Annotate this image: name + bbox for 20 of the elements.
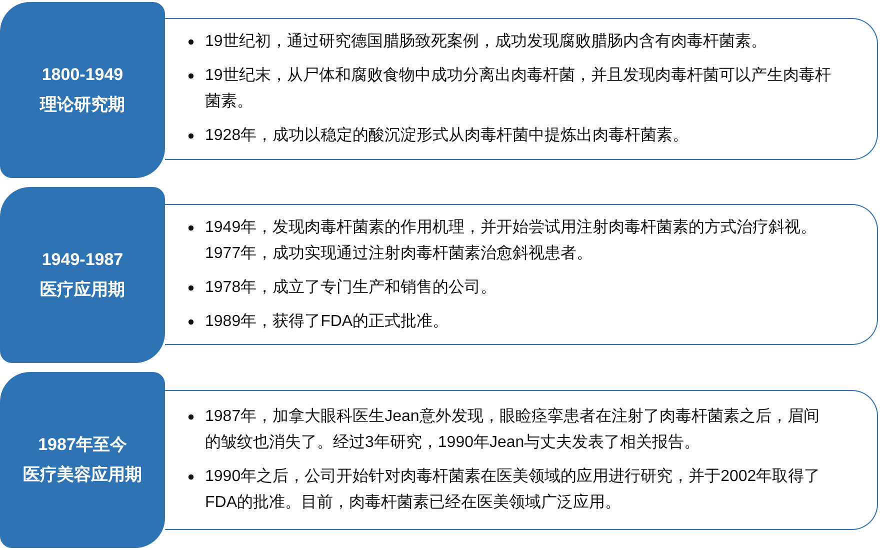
detail-box — [165, 204, 878, 345]
period-title: 医疗应用期 — [40, 279, 125, 301]
bullet-text: 1989年，获得了FDA的正式批准。 — [205, 312, 450, 332]
period-years: 1800-1949 — [42, 64, 124, 86]
period-years: 1987年至今 — [38, 434, 127, 456]
period-years: 1949-1987 — [42, 249, 124, 271]
period-box — [0, 372, 165, 548]
period-title: 理论研究期 — [40, 94, 125, 116]
bullet-text: 19世纪末，从尸体和腐败食物中成功分离出肉毒杆菌，并且发现肉毒杆菌可以产生肉毒杆菌素。 — [205, 66, 831, 112]
period-box — [0, 2, 165, 178]
detail-box — [165, 18, 878, 160]
bullet-text: 1990年之后，公司开始针对肉毒杆菌素在医美领域的应用进行研究，并于2002年取得了FDA的批准。目前，肉毒杆菌素已经在医美领域广泛应用。 — [205, 466, 822, 513]
bullet-text: 19世纪初，通过研究德国腊肠致死案例，成功发现腐败腊肠内含有肉毒杆菌素。 — [205, 31, 768, 52]
bullet-text: 1978年，成立了专门生产和销售的公司。 — [205, 278, 498, 298]
period-title: 医疗美容应用期 — [23, 464, 142, 486]
bullet-text: 1928年，成功以稳定的酸沉淀形式从肉毒杆菌中提炼出肉毒杆菌素。 — [205, 126, 690, 146]
period-box — [0, 187, 165, 363]
bullet-text: 1987年，加拿大眼科医生Jean意外发现，眼睑痉挛患者在注射了肉毒杆菌素之后，眉间的皱纹也消失了。经过3年研究，1990年Jean与丈夫发表了相关报告。 — [205, 406, 820, 453]
bullet-text: 1949年，发现肉毒杆菌素的作用机理，并开始尝试用注射肉毒杆菌素的方式治疗斜视。1977年，成功实现通过注射肉毒杆菌素治愈斜视患者。 — [205, 218, 818, 264]
detail-box — [165, 390, 878, 530]
